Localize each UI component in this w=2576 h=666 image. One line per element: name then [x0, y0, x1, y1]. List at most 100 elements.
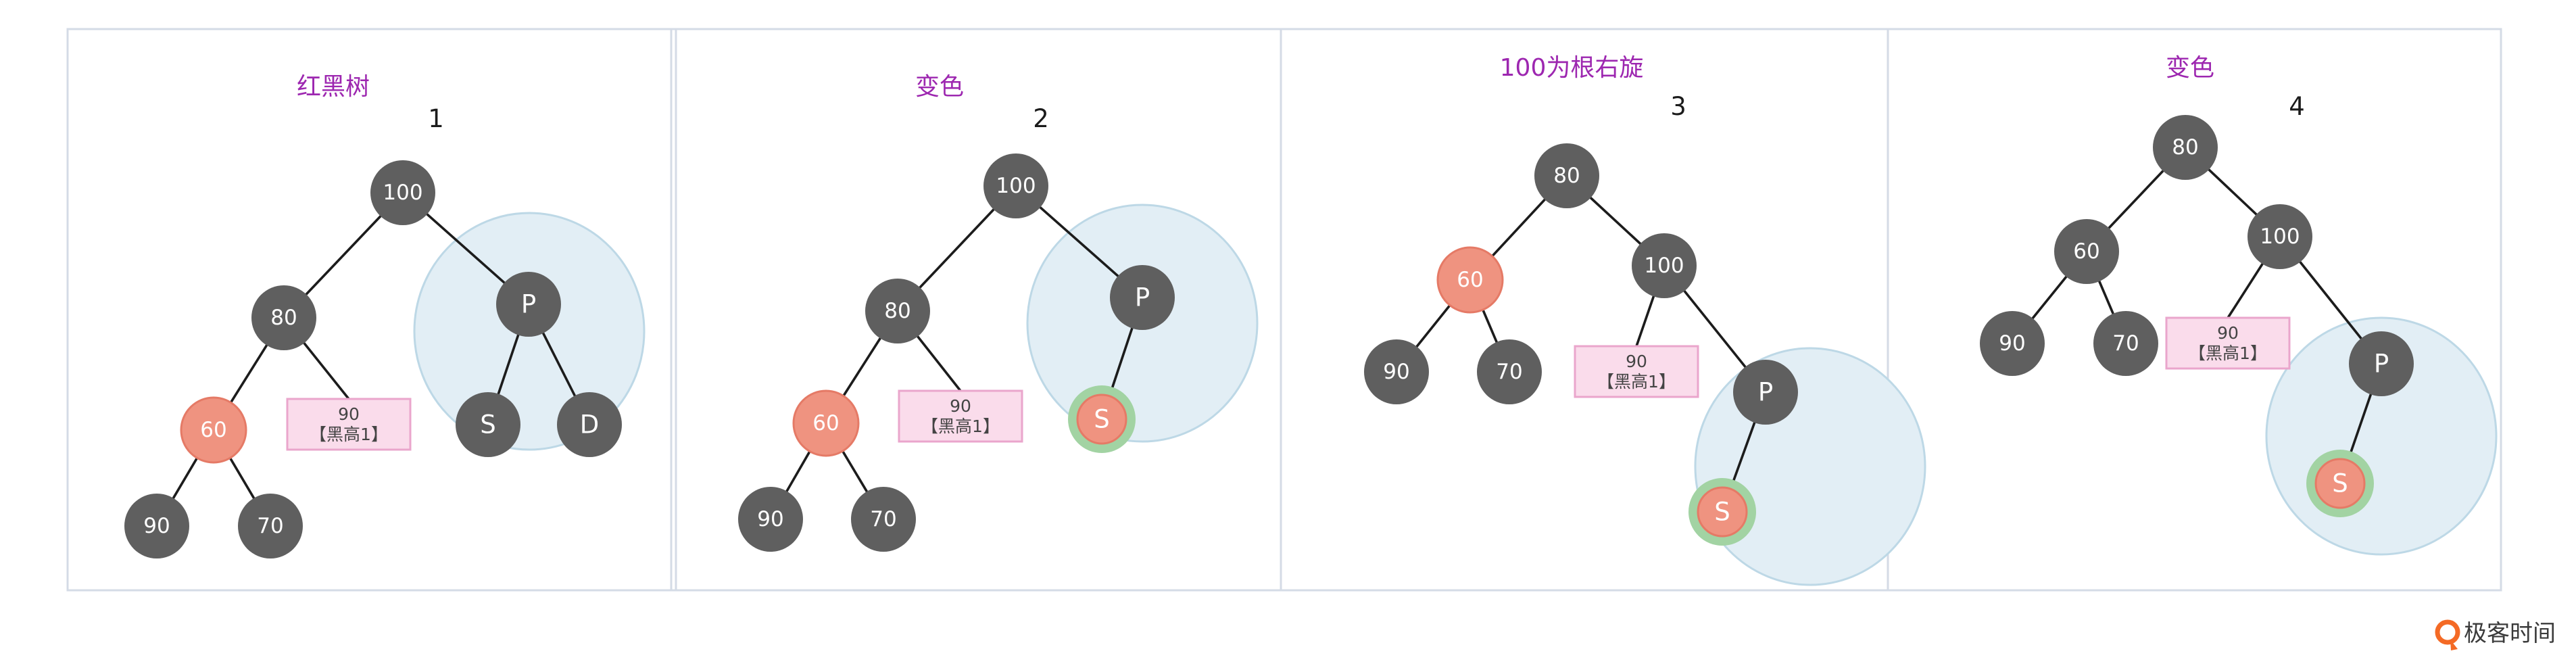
black-node-circle: [2093, 311, 2158, 376]
note-black-height: 【黑高1】: [2189, 343, 2267, 363]
note-black-height: 【黑高1】: [1597, 372, 1676, 391]
note-box: [2165, 316, 2291, 370]
tree-node-s: S: [456, 392, 520, 457]
node-label: 90: [1999, 331, 2025, 356]
note-value: 90: [338, 404, 360, 424]
subtree-highlight-region: [1694, 347, 1926, 586]
red-node-circle: [1076, 394, 1127, 445]
node-label: 80: [884, 299, 910, 323]
tree-node-90: 90: [738, 487, 803, 552]
node-label: 90: [1383, 360, 1409, 384]
node-label: 60: [200, 418, 226, 442]
black-node-circle: [1364, 339, 1429, 404]
note-box: [1574, 345, 1699, 398]
red-node-circle: [1436, 246, 1504, 314]
note-black-height: 【黑高1】: [921, 417, 1000, 436]
black-node-circle: [2054, 219, 2119, 284]
black-height-note: 90【黑高1】: [898, 389, 1023, 443]
node-label: 60: [812, 411, 839, 435]
note-black-height: 【黑高1】: [310, 425, 388, 444]
node-label: S: [480, 410, 496, 439]
tree-node-s: S: [1688, 478, 1756, 546]
note-value: 90: [1626, 352, 1647, 371]
node-label: 70: [1496, 360, 1522, 384]
tree-node-70: 70: [1477, 339, 1542, 404]
black-node-circle: [865, 279, 930, 343]
tree-node-100: 100: [2247, 204, 2312, 269]
black-node-circle: [557, 392, 622, 457]
tree-node-s: S: [2306, 450, 2374, 517]
panel-title: 变色: [915, 73, 964, 101]
tree-node-60: 60: [180, 396, 247, 464]
tree-node-p: P: [2349, 331, 2414, 396]
node-label: 80: [1553, 164, 1580, 188]
tree-node-60: 60: [792, 389, 860, 457]
brand-logo: 极客时间: [2435, 619, 2556, 650]
node-label: P: [521, 290, 536, 319]
tree-node-70: 70: [238, 494, 303, 558]
geektime-logo-icon: [2435, 619, 2460, 650]
panel-title: 红黑树: [297, 73, 370, 101]
node-label: P: [1758, 378, 1773, 407]
tree-node-p: P: [496, 272, 561, 337]
note-box: [898, 389, 1023, 443]
black-node-circle: [496, 272, 561, 337]
panel-title: 100为根右旋: [1500, 54, 1644, 82]
tree-node-90: 90: [1364, 339, 1429, 404]
tree-node-d: D: [557, 392, 622, 457]
black-node-circle: [1980, 311, 2045, 376]
node-label: 100: [996, 174, 1036, 198]
tree-node-80: 80: [251, 285, 316, 350]
black-node-circle: [1477, 339, 1542, 404]
black-node-circle: [124, 494, 189, 558]
black-node-circle: [251, 285, 316, 350]
red-node-circle: [1697, 486, 1748, 538]
node-label: 70: [257, 514, 283, 538]
node-label: S: [2332, 469, 2348, 498]
node-label: S: [1094, 405, 1110, 434]
tree-node-p: P: [1110, 265, 1175, 330]
note-value: 90: [2217, 323, 2239, 343]
panel-title: 变色: [2166, 54, 2214, 82]
red-node-circle: [180, 396, 247, 464]
tree-node-70: 70: [2093, 311, 2158, 376]
black-node-circle: [456, 392, 520, 457]
black-height-note: 90【黑高1】: [2165, 316, 2291, 370]
panel-step-number: 3: [1670, 92, 1686, 121]
tree-node-100: 100: [983, 153, 1048, 218]
node-label: S: [1714, 498, 1730, 527]
black-node-circle: [370, 160, 435, 225]
node-label: 70: [2112, 331, 2139, 356]
red-node-circle: [2314, 458, 2366, 509]
note-value: 90: [950, 396, 971, 416]
panel-step-number: 1: [428, 104, 444, 133]
tree-node-80: 80: [2153, 115, 2218, 180]
black-height-note: 90【黑高1】: [286, 398, 412, 451]
tree-node-90: 90: [1980, 311, 2045, 376]
note-box: [286, 398, 412, 451]
tree-node-80: 80: [865, 279, 930, 343]
black-height-note: 90【黑高1】: [1574, 345, 1699, 398]
panel-step-number: 2: [1033, 104, 1049, 133]
tree-node-60: 60: [1436, 246, 1504, 314]
node-label: P: [1135, 283, 1150, 312]
black-node-circle: [2153, 115, 2218, 180]
tree-node-100: 100: [370, 160, 435, 225]
node-label: 100: [1644, 254, 1684, 278]
node-label: 60: [1457, 268, 1483, 292]
black-node-circle: [238, 494, 303, 558]
black-node-circle: [2349, 331, 2414, 396]
black-node-circle: [1110, 265, 1175, 330]
node-label: 70: [870, 507, 896, 531]
black-node-circle: [738, 487, 803, 552]
node-label: 80: [2172, 135, 2198, 160]
tree-node-100: 100: [1632, 233, 1697, 298]
node-label: P: [2374, 350, 2389, 379]
panels-frame: [66, 28, 2502, 592]
tree-node-60: 60: [2054, 219, 2119, 284]
